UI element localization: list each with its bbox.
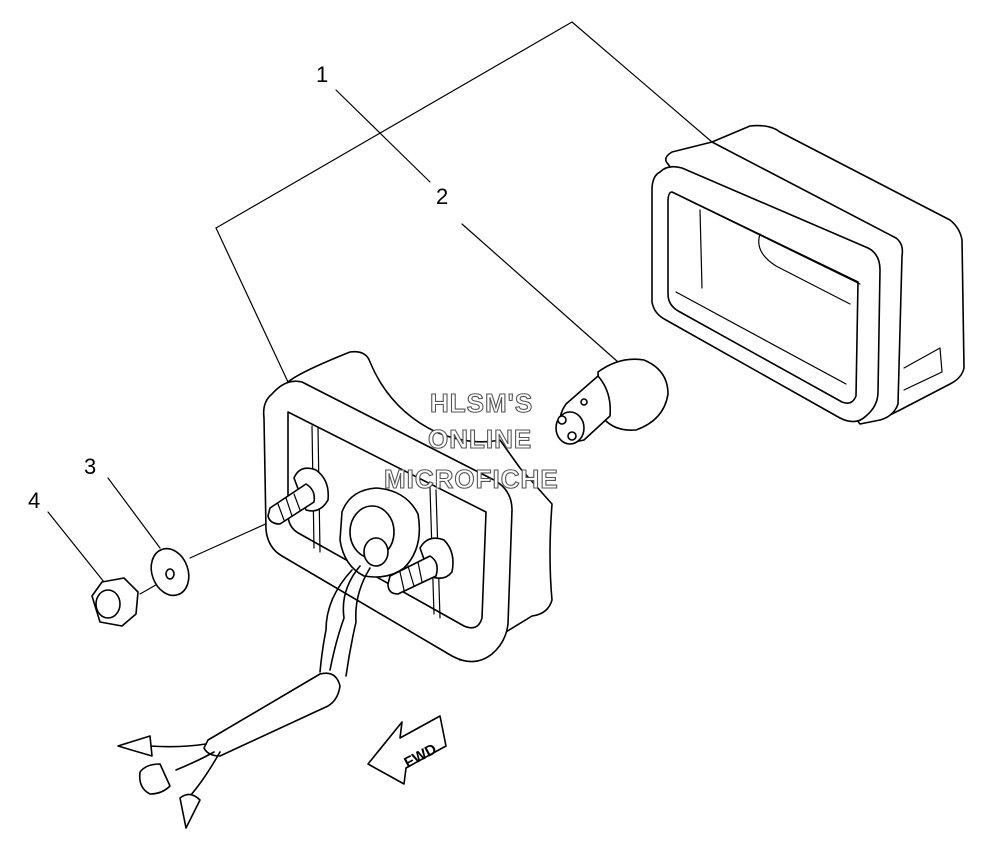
callout-1: 1: [316, 62, 328, 87]
leader-lines: [47, 21, 713, 595]
callout-4: 4: [28, 488, 40, 513]
washer-part: [150, 547, 190, 597]
callout-2: 2: [436, 184, 448, 209]
bulb-part: [555, 358, 669, 445]
wiring-harness: [117, 565, 371, 829]
fwd-arrow-icon: FWD: [367, 715, 447, 785]
lens-part: [651, 124, 965, 425]
housing-part: [262, 350, 553, 663]
nut-part: [91, 577, 139, 627]
watermark: HLSM'S ONLINE MICROFICHE: [383, 387, 559, 494]
watermark-line2: ONLINE: [428, 424, 532, 454]
watermark-line3: MICROFICHE: [384, 464, 559, 494]
watermark-line1: HLSM'S: [430, 388, 533, 418]
callout-3: 3: [84, 454, 96, 479]
